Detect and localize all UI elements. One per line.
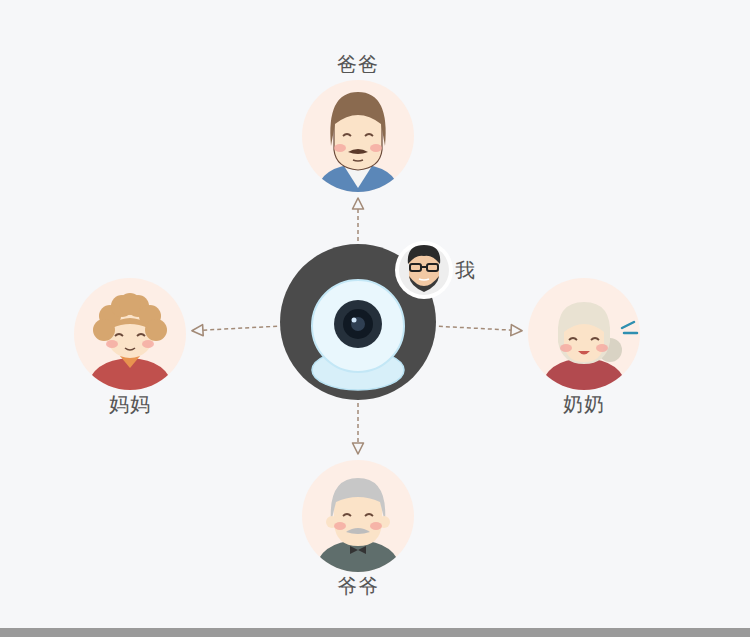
person-node: 爸爸 xyxy=(302,80,414,192)
camera-illustration xyxy=(280,244,436,400)
dashed-arrow xyxy=(357,198,359,241)
dashed-arrow xyxy=(192,326,277,330)
person-name: 奶奶 xyxy=(563,392,605,416)
me-avatar xyxy=(395,241,453,299)
person-node: 爷爷 xyxy=(302,460,414,572)
bottom-bar xyxy=(0,628,750,637)
grandpa-illustration xyxy=(302,460,414,572)
person-node: 奶奶 xyxy=(528,278,640,390)
grandma-illustration xyxy=(528,278,640,390)
mom-illustration xyxy=(74,278,186,390)
camera-node: 我 xyxy=(280,244,436,400)
dashed-arrow xyxy=(357,403,359,454)
person-name: 爷爷 xyxy=(337,574,379,598)
person-node: 妈妈 xyxy=(74,278,186,390)
person-name: 我 xyxy=(455,258,476,282)
dad-illustration xyxy=(302,80,414,192)
person-name: 爸爸 xyxy=(337,52,379,76)
person-name: 妈妈 xyxy=(109,392,151,416)
dashed-arrow xyxy=(439,326,522,330)
